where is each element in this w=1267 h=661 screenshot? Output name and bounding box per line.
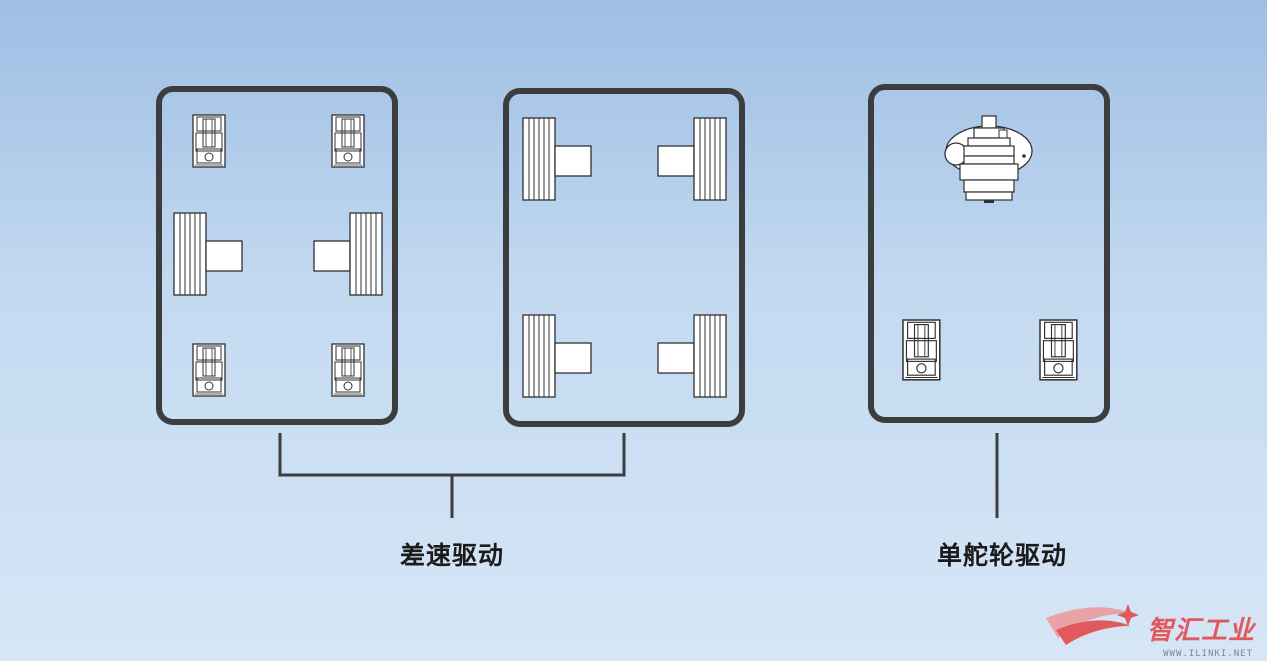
differential-drive-label: 差速驱动 xyxy=(399,541,505,570)
drive-wheel-icon xyxy=(522,314,592,398)
watermark-logo xyxy=(1046,604,1139,645)
watermark-url: WWW.ILINKI.NET xyxy=(1163,649,1253,659)
drive-wheel-icon xyxy=(657,117,727,201)
caster-wheel-icon xyxy=(192,114,226,168)
drive-wheel-icon xyxy=(313,212,383,296)
chassis-frame xyxy=(868,84,1110,423)
differential-chassis-center xyxy=(156,86,398,425)
drive-wheel-icon xyxy=(657,314,727,398)
drive-wheel-icon xyxy=(173,212,243,296)
caster-wheel-icon xyxy=(192,343,226,397)
caster-wheel-icon xyxy=(331,114,365,168)
single-steering-chassis xyxy=(868,84,1110,423)
caster-wheel-icon xyxy=(331,343,365,397)
caster-wheel-icon xyxy=(1039,319,1078,381)
watermark-brand: 智汇工业 xyxy=(1146,616,1255,646)
chassis-frame xyxy=(156,86,398,425)
group-bracket xyxy=(278,433,626,518)
caster-wheel-icon xyxy=(902,319,941,381)
drive-wheel-icon xyxy=(522,117,592,201)
single-steering-drive-label: 单舵轮驱动 xyxy=(936,541,1068,570)
differential-chassis-four-wheel xyxy=(503,88,745,427)
steering-wheel-icon xyxy=(944,115,1033,204)
chassis-frame xyxy=(503,88,745,427)
